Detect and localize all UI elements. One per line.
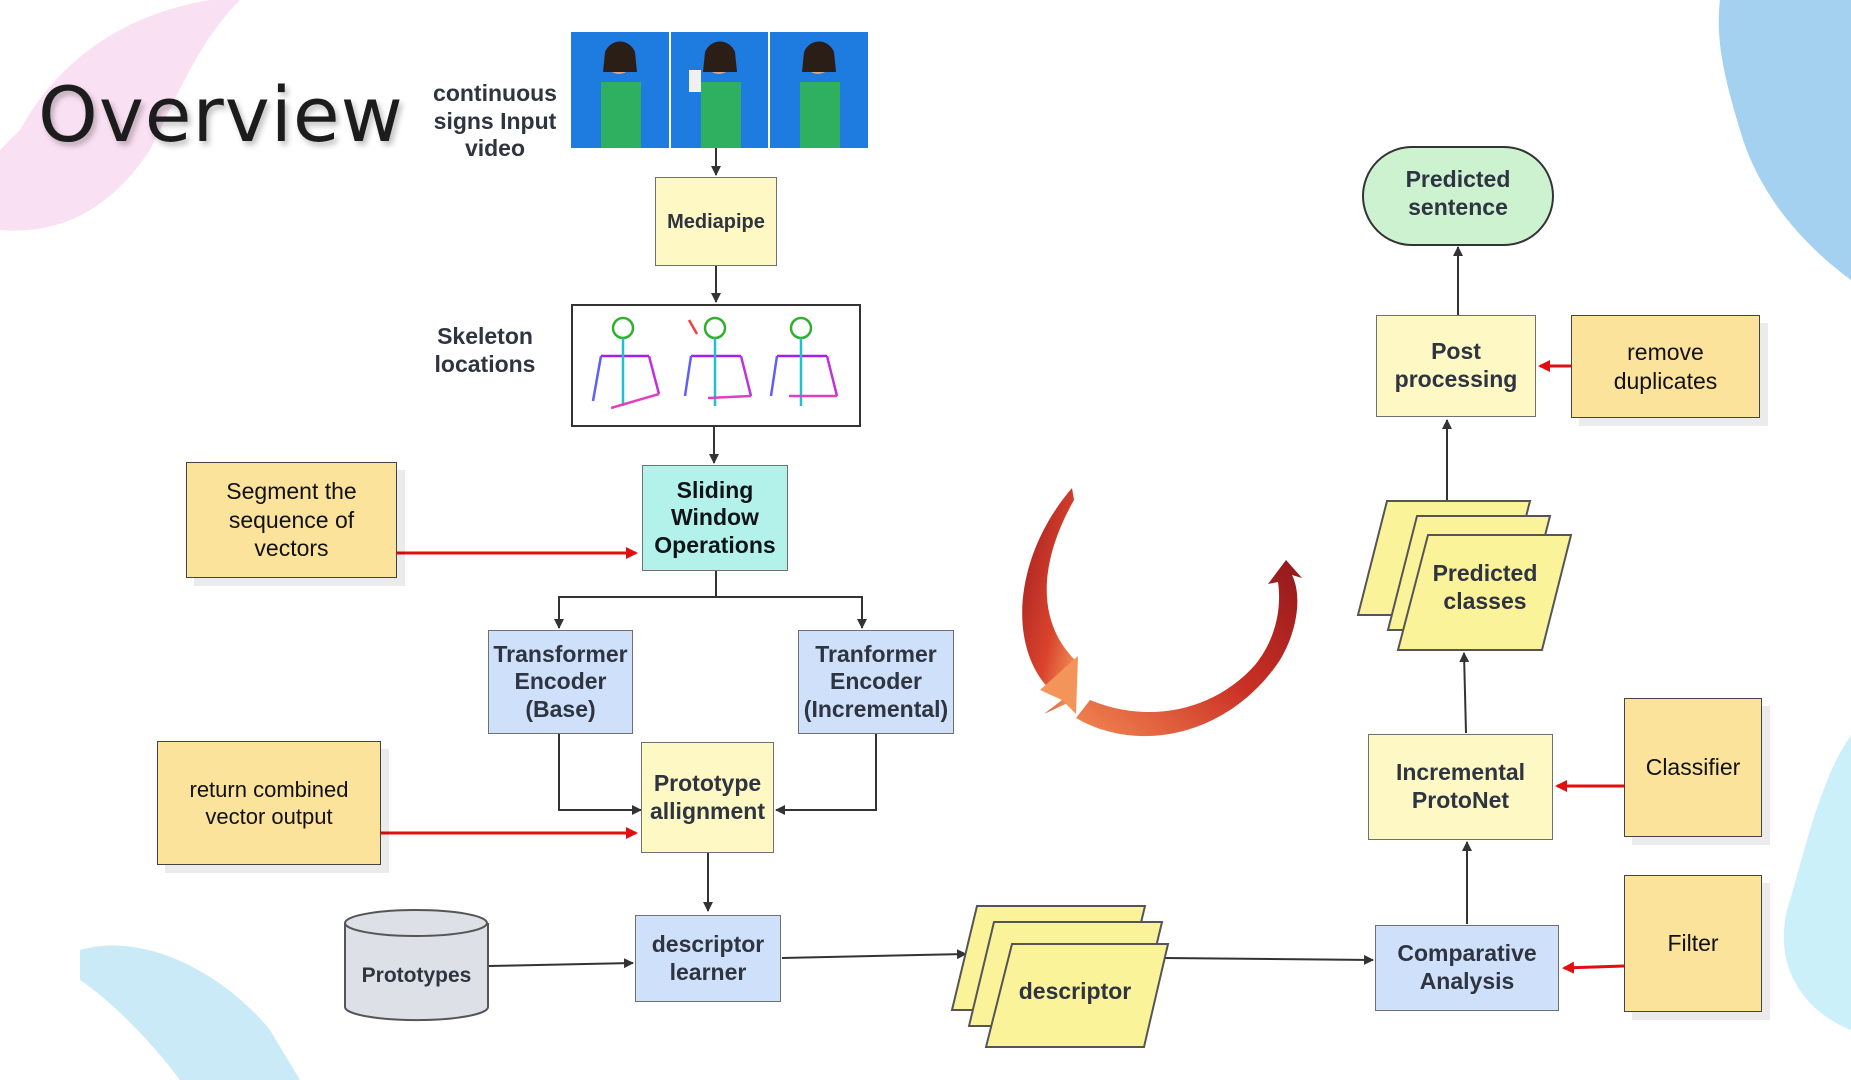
combined-output-note: return combined vector output [157,741,381,865]
sliding-window-node: Sliding Window Operations [642,465,788,571]
video-frame-3 [770,32,868,148]
incremental-protonet-node: Incremental ProtoNet [1368,734,1553,840]
edge-prototypes-to-descriptor-learner [487,958,634,969]
transformer-base-node: Transformer Encoder (Base) [488,630,633,734]
video-frame-2 [671,32,768,148]
predicted-classes-label: Predicted classes [1432,560,1538,614]
descriptor-label: descriptor [1018,978,1132,1004]
predicted-classes-stack-shape [1356,500,1573,651]
edge-protonet-to-classes [1459,652,1470,734]
classifier-note: Classifier [1624,698,1762,837]
edges [487,148,1472,969]
pink-brush-stroke [0,0,240,231]
blue-brush-stroke-top-right [1718,0,1851,280]
blue-brush-stroke-bottom-left [80,945,300,1080]
edge-base-to-prototype [558,734,642,815]
remove-duplicates-note: remove duplicates [1571,315,1760,418]
transformer-incremental-node: Tranformer Encoder (Incremental) [798,630,954,734]
edge-incremental-to-prototype [775,734,877,815]
segment-note: Segment the sequence of vectors [186,462,397,578]
edge-filter-note [1562,961,1625,974]
skeleton-label: Skeleton locations [434,323,536,377]
comparative-analysis-node: Comparative Analysis [1375,925,1559,1011]
edge-sliding-to-transformers [558,596,863,626]
input-video-label: continuous signs Input video [433,80,557,162]
skeleton-locations-image [571,304,861,427]
blue-brush-stroke-bottom-right [1783,735,1851,1030]
edge-learner-to-descriptor [781,949,967,960]
mediapipe-node: Mediapipe [655,177,777,266]
descriptor-learner-node: descriptor learner [635,915,781,1002]
post-processing-node: Post processing [1376,315,1536,417]
page-title: Overview [38,70,404,159]
predicted-sentence-shape [1362,146,1554,246]
prototype-alignment-node: Prototype allignment [641,742,774,853]
prototypes-database-shape [344,909,489,1022]
skeleton-figures [591,316,839,410]
edge-descriptor-to-comparative [1164,954,1374,965]
prototypes-label: Prototypes [361,964,472,987]
descriptor-stack-shape [950,905,1170,1048]
predicted-sentence-label: Predicted sentence [1405,166,1511,220]
cycle-arrows [1022,488,1302,737]
video-frame-1 [571,32,669,148]
red-edges [381,360,1625,974]
filter-note: Filter [1624,875,1762,1012]
